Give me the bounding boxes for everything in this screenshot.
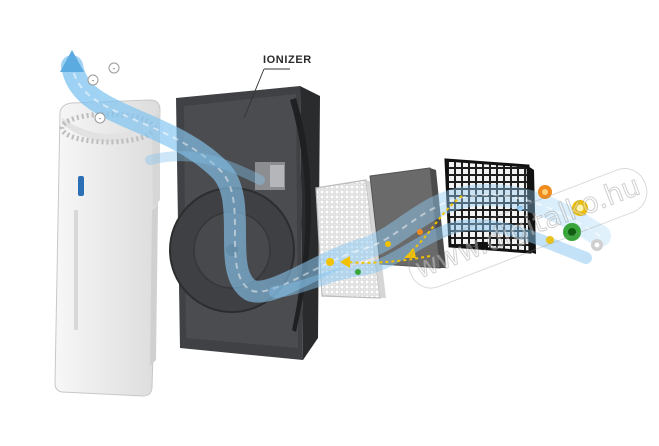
svg-text:-: -	[113, 64, 116, 73]
side-logo-strip	[74, 210, 78, 330]
ion-particle-icon	[87, 74, 99, 86]
pre-filter	[444, 158, 536, 254]
ion-particles: - - -	[87, 62, 120, 124]
svg-text:-: -	[99, 114, 102, 123]
svg-text:-: -	[92, 76, 95, 85]
pollutant-particles	[326, 185, 603, 275]
purifier-front-panel	[54, 99, 161, 397]
exhaust-arrow-icon	[60, 50, 84, 72]
ionizer-label: IONIZER	[263, 54, 312, 66]
status-indicator	[78, 176, 84, 196]
purified-path-arrows	[340, 195, 463, 268]
ionizer-leader-line	[243, 68, 290, 119]
